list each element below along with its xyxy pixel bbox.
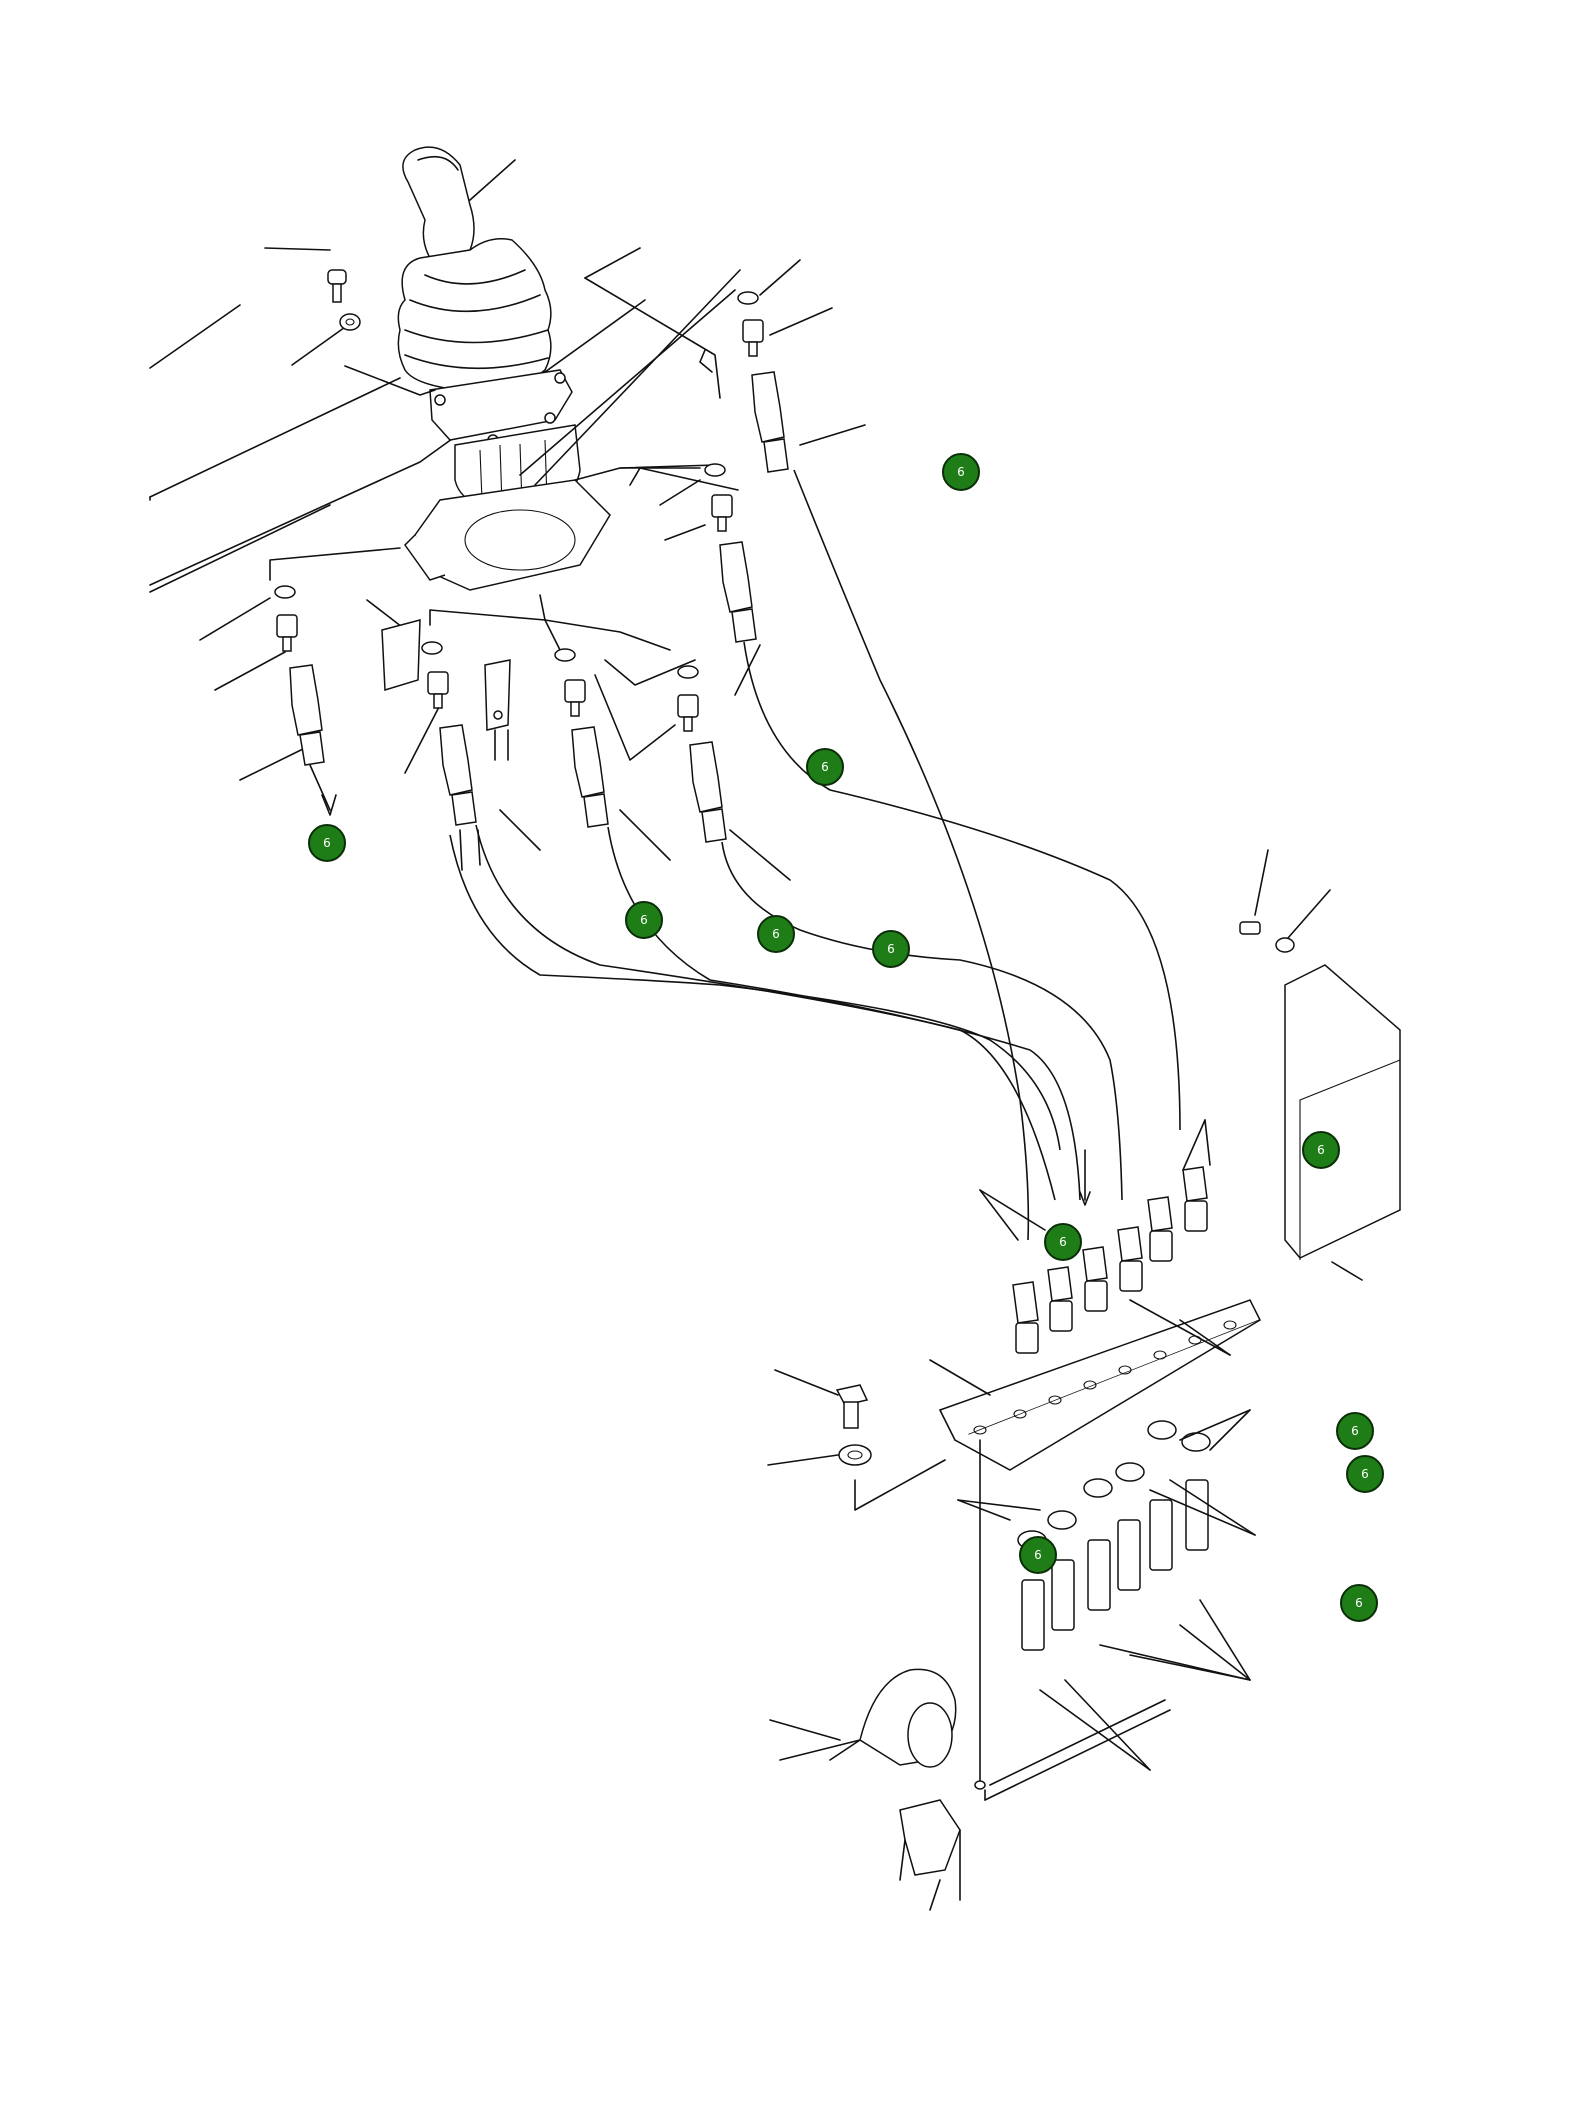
svg-text:6: 6 xyxy=(821,760,829,774)
svg-text:6: 6 xyxy=(772,927,780,941)
callout-badge: 6 xyxy=(806,748,844,786)
callout-badge: 6 xyxy=(1302,1131,1340,1169)
svg-text:6: 6 xyxy=(1351,1424,1359,1438)
cover-plate xyxy=(1239,849,1401,1281)
fitting-set-5 xyxy=(704,463,757,643)
svg-text:6: 6 xyxy=(323,836,331,850)
leader-lines xyxy=(199,159,866,881)
fitting-set-1 xyxy=(274,585,337,816)
bolt-and-washer-top xyxy=(327,269,361,331)
svg-text:6: 6 xyxy=(640,913,648,927)
fitting-set-3 xyxy=(554,648,609,828)
svg-text:6: 6 xyxy=(1355,1596,1363,1610)
callout-badge: 6 xyxy=(942,453,980,491)
callout-badge: 6 xyxy=(308,824,346,862)
fitting-set-4 xyxy=(677,665,727,843)
callout-badge: 6 xyxy=(1044,1223,1082,1261)
callout-badge: 6 xyxy=(872,930,910,968)
cab-floor-outline xyxy=(149,247,721,593)
svg-text:6: 6 xyxy=(887,942,895,956)
hoses xyxy=(449,469,1181,1241)
upper-adapters xyxy=(1012,1166,1208,1354)
manifold-leaders xyxy=(957,1119,1256,1771)
svg-text:6: 6 xyxy=(1361,1467,1369,1481)
callout-badge: 6 xyxy=(1346,1455,1384,1493)
lower-mount xyxy=(769,1439,1171,1911)
bolt-and-washer-lower xyxy=(767,1359,991,1511)
callout-badge: 6 xyxy=(757,915,795,953)
joystick-assembly xyxy=(397,146,611,591)
fitting-set-2 xyxy=(381,619,511,871)
callout-badge: 6 xyxy=(1336,1412,1374,1450)
svg-text:6: 6 xyxy=(1059,1235,1067,1249)
svg-text:6: 6 xyxy=(957,465,965,479)
lower-adapters xyxy=(1017,1420,1211,1651)
callout-badge: 6 xyxy=(1019,1536,1057,1574)
callout-badge: 6 xyxy=(1340,1584,1378,1622)
fitting-set-6 xyxy=(737,291,789,473)
manifold-bracket xyxy=(938,1299,1262,1471)
callout-badge: 6 xyxy=(625,901,663,939)
svg-text:6: 6 xyxy=(1034,1548,1042,1562)
svg-text:6: 6 xyxy=(1317,1143,1325,1157)
